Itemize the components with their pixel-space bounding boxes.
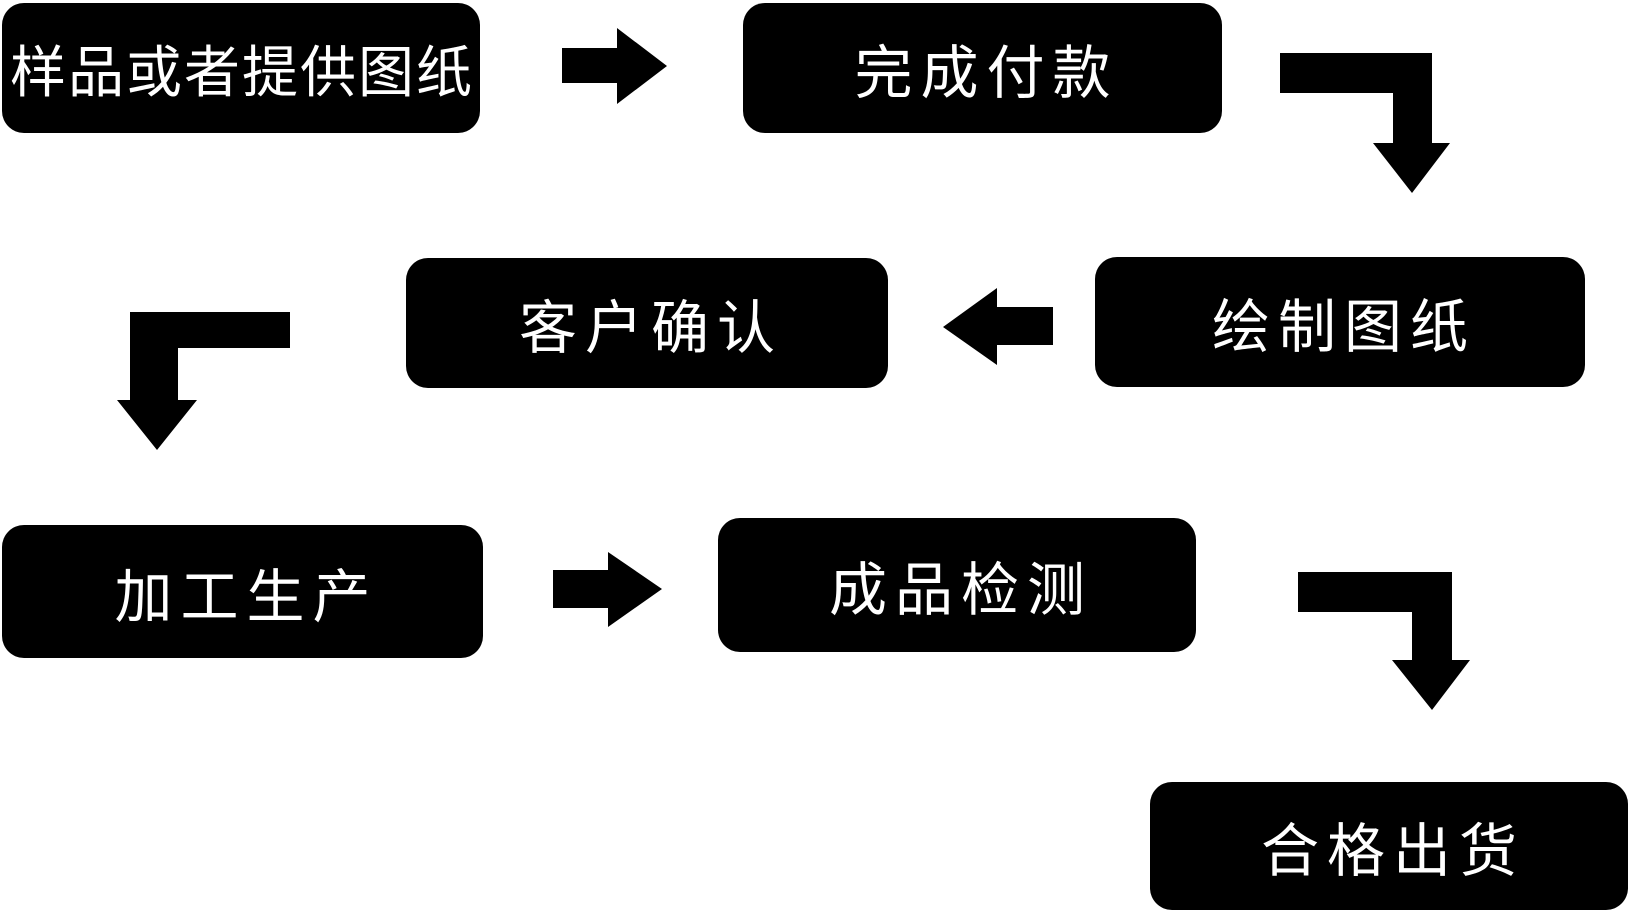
flow-node-sample-or-drawing: 样品或者提供图纸	[2, 3, 480, 133]
elbow-arrow-down-icon	[1280, 53, 1450, 193]
flow-node-label: 加工生产	[114, 562, 379, 631]
arrow-right-icon	[562, 28, 667, 104]
flow-node-label: 成品检测	[828, 556, 1093, 624]
flow-node-processing-production: 加工生产	[2, 525, 483, 658]
flow-node-label: 客户确认	[518, 294, 783, 362]
flow-node-label: 绘制图纸	[1211, 293, 1476, 361]
flow-node-complete-payment: 完成付款	[743, 3, 1222, 133]
flow-node-qualified-shipment: 合格出货	[1150, 782, 1628, 910]
elbow-arrow-down-icon	[1298, 572, 1470, 710]
arrow-right-icon	[553, 552, 662, 627]
arrow-left-icon	[943, 288, 1053, 365]
flow-node-label: 合格出货	[1260, 817, 1525, 885]
flow-node-draw-drawings: 绘制图纸	[1095, 257, 1585, 387]
flow-node-label: 完成付款	[854, 39, 1119, 107]
elbow-arrow-down-icon	[117, 312, 290, 450]
flow-node-customer-confirm: 客户确认	[406, 258, 888, 388]
flow-node-label: 样品或者提供图纸	[10, 40, 474, 106]
flow-node-product-inspection: 成品检测	[718, 518, 1196, 652]
